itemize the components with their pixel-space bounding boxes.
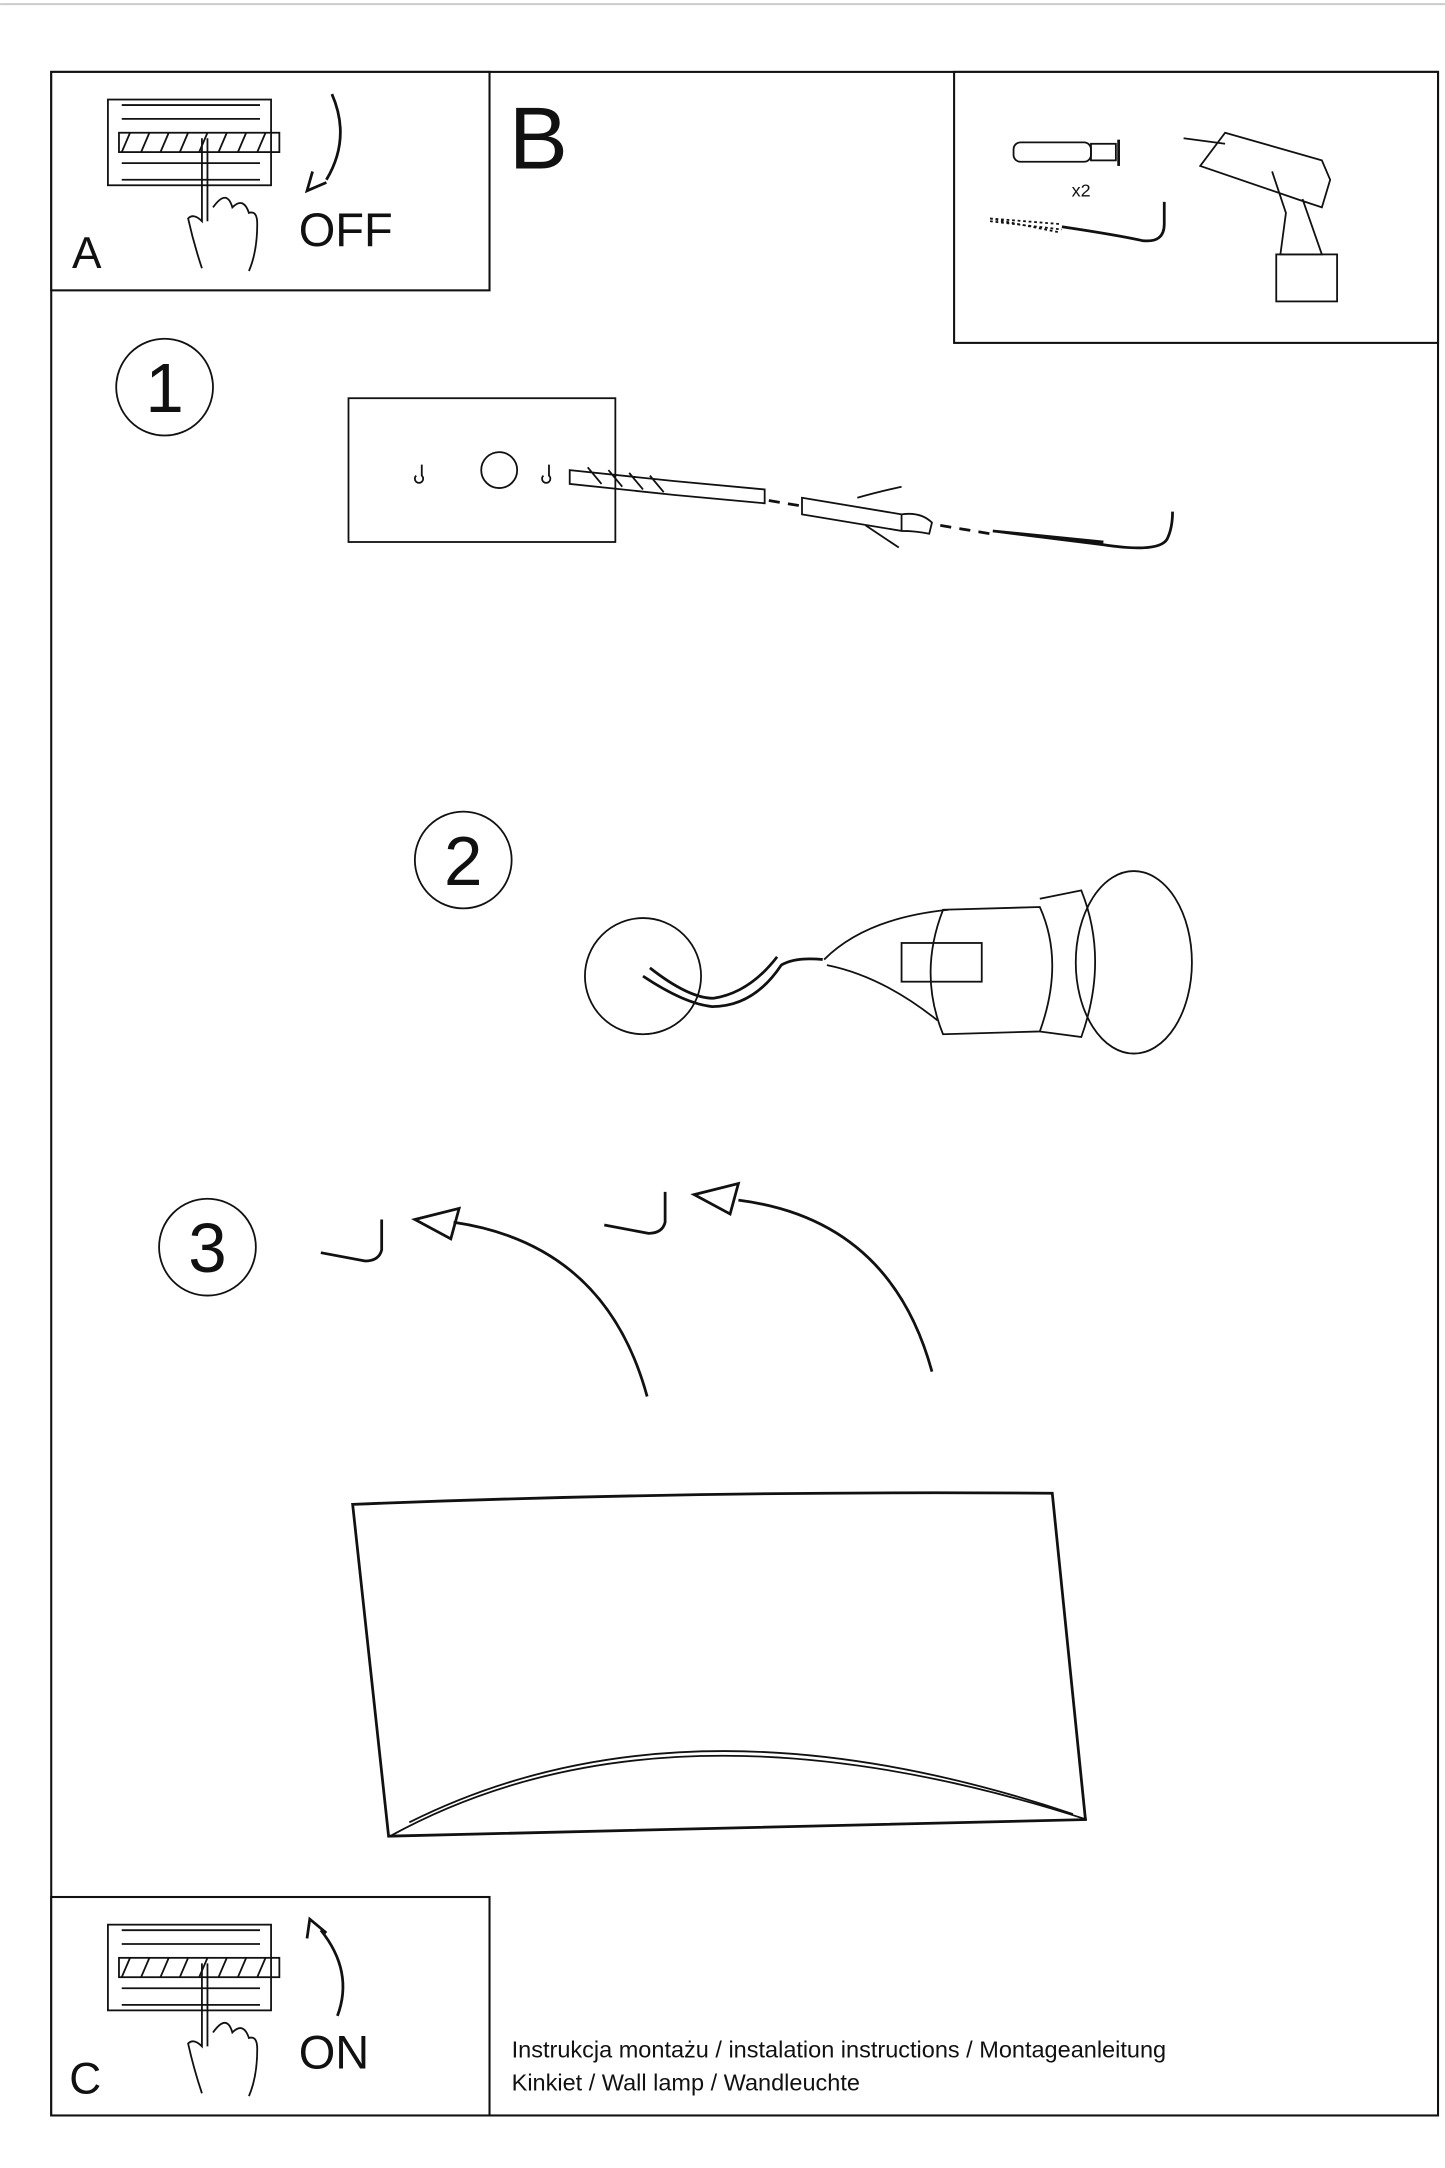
hand-icon: [187, 1963, 259, 2097]
fuse-box-icon: [107, 98, 281, 187]
step-2: 2: [413, 810, 1193, 1055]
panel-a-letter: A: [72, 229, 102, 278]
power-cable: [642, 955, 823, 1008]
drill-icon: [1183, 131, 1338, 303]
panel-c-letter: C: [69, 2054, 101, 2103]
hook-screw: [992, 511, 1174, 550]
panel-a-power-off: OFF A: [50, 70, 491, 292]
center-hole: [480, 451, 519, 489]
outer-frame: [50, 70, 1440, 2117]
footer-subtitle: Kinkiet / Wall lamp / Wandleuchte: [512, 2070, 860, 2096]
wall-junction: [584, 917, 702, 1036]
hand-icon: [187, 138, 259, 272]
arrow-left-curved-icon: [411, 1206, 649, 1397]
bracket-right: [604, 1191, 667, 1235]
panel-b-letter: B: [509, 89, 568, 188]
lamp-socket: [900, 870, 1193, 1055]
step-1: 1: [115, 337, 1174, 550]
step-3: 3: [158, 1181, 1088, 1838]
step-2-number: 2: [444, 822, 482, 900]
tools-panel: x2: [953, 70, 1440, 344]
panel-a-action: OFF: [299, 203, 393, 256]
arrow-down-icon: [304, 93, 342, 194]
drill-bit-icon: [568, 466, 766, 505]
keyhole-left: [413, 464, 425, 484]
panel-c-power-on: ON C: [50, 1895, 491, 2117]
fuse-box-icon: [107, 1923, 281, 2012]
wall-plug-icon: [1012, 139, 1121, 166]
step-3-number: 3: [188, 1209, 226, 1287]
mounting-plate: [347, 397, 617, 543]
wall-lamp-shade: [351, 1491, 1088, 1838]
panel-c-action: ON: [299, 2025, 370, 2078]
footer-title: Instrukcja montażu / instalation instruc…: [512, 2036, 1166, 2062]
bracket-left: [320, 1219, 384, 1263]
hook-screw-icon: [989, 201, 1166, 243]
arrow-right-curved-icon: [690, 1181, 934, 1372]
wall-plug: [801, 485, 933, 549]
quantity-label: x2: [1072, 180, 1091, 200]
arrow-up-icon: [305, 1916, 345, 2017]
keyhole-right: [541, 464, 552, 484]
step-1-number: 1: [145, 349, 183, 427]
